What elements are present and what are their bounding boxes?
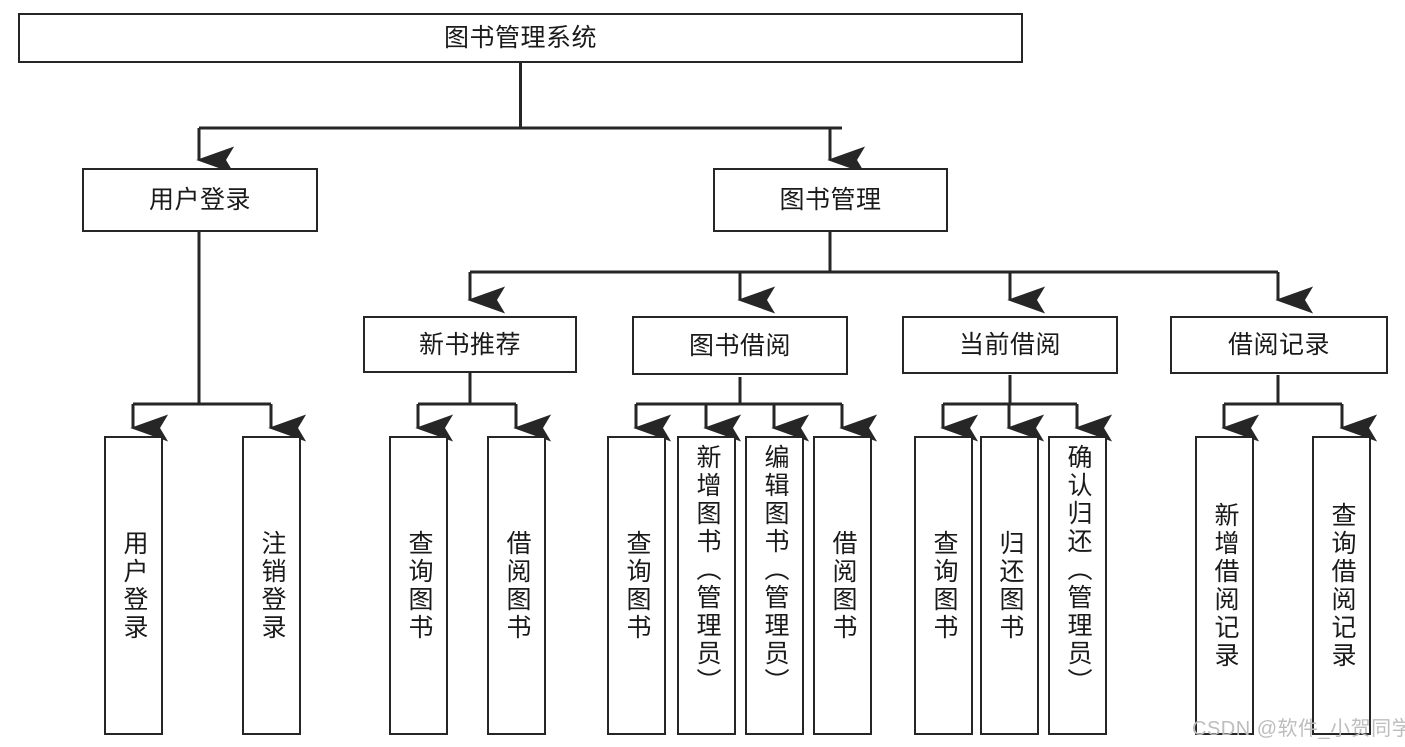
leaf-borrow-book-recommend-label: 借阅图书 (503, 529, 531, 642)
node-new-book-recommend-label: 新书推荐 (418, 330, 521, 359)
leaf-logout[interactable]: 注销登录 (242, 436, 301, 735)
leaf-user-login-label: 用户登录 (120, 529, 148, 642)
leaf-return-book-label: 归还图书 (996, 529, 1024, 642)
watermark: CSDN @软件_小贺同学 (1192, 718, 1405, 740)
node-borrow-records-label: 借阅记录 (1227, 331, 1330, 359)
leaf-edit-book-admin[interactable]: 编辑图书（管理员） (745, 436, 804, 735)
node-book-management[interactable]: 图书管理 (713, 168, 948, 232)
node-root-system-label: 图书管理系统 (443, 24, 597, 52)
node-user-login-label: 用户登录 (148, 186, 251, 214)
leaf-borrow-book-recommend[interactable]: 借阅图书 (487, 436, 546, 735)
node-book-borrow-label: 图书借阅 (688, 331, 791, 360)
connector-group-book-borrow (633, 377, 878, 442)
connector-group-current-borrow (940, 375, 1113, 442)
node-current-borrow[interactable]: 当前借阅 (902, 316, 1118, 374)
node-new-book-recommend[interactable]: 新书推荐 (363, 316, 577, 373)
connector-group-new-book (415, 373, 552, 442)
leaf-confirm-return-admin[interactable]: 确认归还（管理员） (1048, 436, 1107, 735)
leaf-borrow-book[interactable]: 借阅图书 (813, 436, 872, 735)
leaf-query-book-recommend[interactable]: 查询图书 (389, 436, 448, 735)
node-current-borrow-label: 当前借阅 (958, 331, 1061, 359)
leaf-add-book-admin[interactable]: 新增图书（管理员） (677, 436, 736, 735)
leaf-query-book-borrow[interactable]: 查询图书 (607, 436, 666, 735)
node-book-borrow[interactable]: 图书借阅 (632, 316, 848, 375)
connector-group-user-login (130, 232, 307, 442)
leaf-logout-label: 注销登录 (258, 529, 286, 642)
leaf-query-book-current-label: 查询图书 (930, 529, 958, 642)
leaf-query-book-current[interactable]: 查询图书 (914, 436, 973, 735)
leaf-return-book[interactable]: 归还图书 (980, 436, 1039, 735)
leaf-edit-book-admin-label: 编辑图书（管理员） (761, 444, 789, 696)
leaf-query-book-borrow-label: 查询图书 (623, 529, 651, 642)
node-borrow-records[interactable]: 借阅记录 (1170, 316, 1388, 374)
node-book-management-label: 图书管理 (779, 186, 882, 214)
connector-group-borrow-records (1221, 375, 1378, 442)
connector-group-book-mgmt (467, 232, 1314, 314)
leaf-add-borrow-record-label: 新增借阅记录 (1211, 501, 1239, 670)
leaf-query-borrow-record[interactable]: 查询借阅记录 (1312, 436, 1371, 735)
leaf-add-book-admin-label: 新增图书（管理员） (693, 444, 721, 696)
node-user-login[interactable]: 用户登录 (82, 168, 318, 232)
leaf-query-book-recommend-label: 查询图书 (405, 529, 433, 642)
connector-group-root (196, 63, 866, 174)
leaf-confirm-return-admin-label: 确认归还（管理员） (1064, 444, 1092, 696)
leaf-query-borrow-record-label: 查询借阅记录 (1328, 501, 1356, 670)
leaf-add-borrow-record[interactable]: 新增借阅记录 (1195, 436, 1254, 735)
node-root-system[interactable]: 图书管理系统 (18, 13, 1023, 63)
leaf-user-login[interactable]: 用户登录 (104, 436, 163, 735)
leaf-borrow-book-label: 借阅图书 (829, 529, 857, 642)
